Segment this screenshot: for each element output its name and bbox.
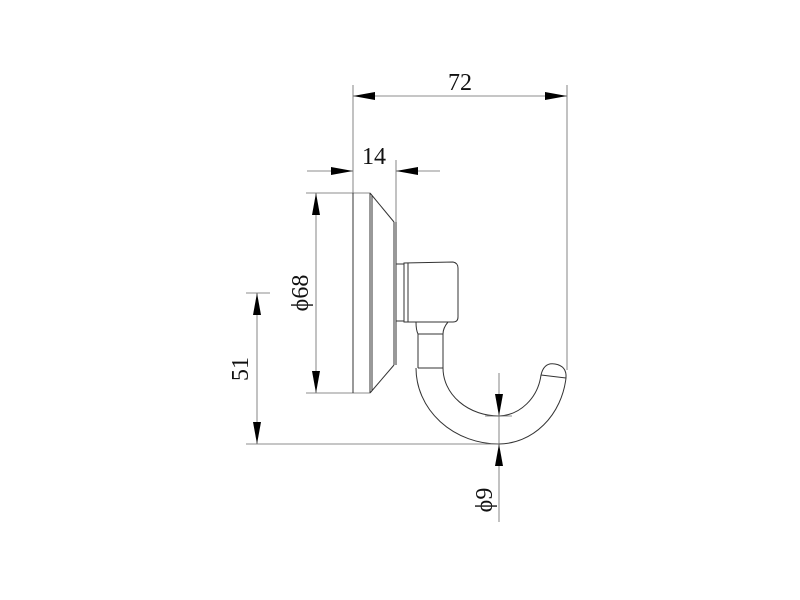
dimension-51: 51	[228, 292, 499, 445]
dimension-label-phi9: ϕ9	[472, 488, 498, 513]
dimension-phi9: ϕ9	[472, 373, 512, 522]
arrow-left-icon	[353, 92, 375, 100]
arrow-right-icon	[545, 92, 567, 100]
dimension-14: 14	[307, 144, 440, 222]
arrow-left-icon	[396, 167, 418, 175]
dimension-label-72: 72	[448, 70, 472, 96]
base-plate	[306, 192, 397, 394]
arrow-down-icon	[495, 394, 503, 416]
neck-block	[396, 261, 459, 323]
dimension-label-51: 51	[228, 357, 254, 381]
arrow-up-icon	[253, 293, 261, 315]
arrow-up-icon	[495, 444, 503, 466]
dimension-phi68: ϕ68	[288, 193, 320, 393]
arrow-up-icon	[312, 193, 320, 215]
arrow-right-icon	[331, 167, 353, 175]
arrow-down-icon	[312, 371, 320, 393]
dimension-72: 72	[352, 70, 568, 370]
dimension-label-phi68: ϕ68	[288, 275, 314, 312]
arrow-down-icon	[253, 422, 261, 444]
dimension-label-14: 14	[362, 144, 386, 170]
hook	[415, 321, 567, 445]
